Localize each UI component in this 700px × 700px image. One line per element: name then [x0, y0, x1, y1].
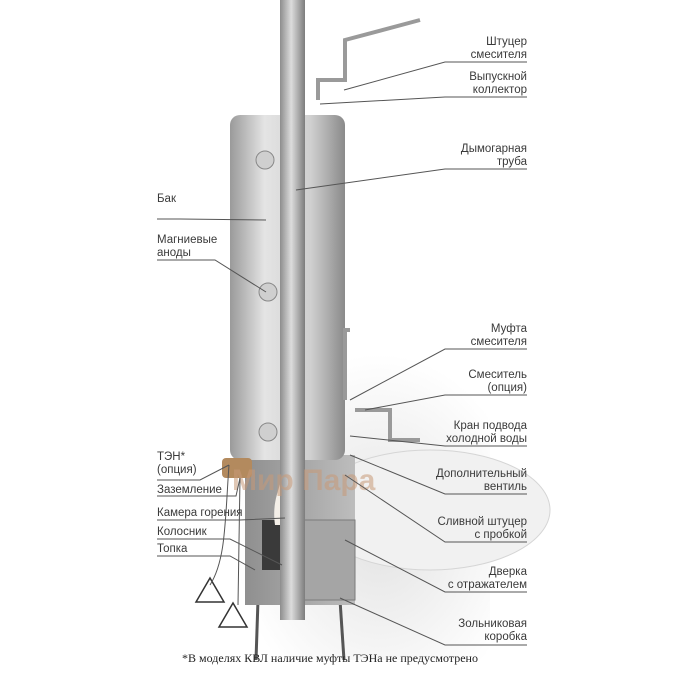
high-voltage-icon	[194, 576, 226, 603]
ground-icon	[217, 601, 249, 628]
chimney-pipe	[280, 0, 305, 620]
ash-box	[299, 519, 356, 601]
label-tank: Бак	[157, 193, 176, 205]
label-firebox: Топка	[157, 543, 188, 555]
leader-lines	[157, 61, 527, 646]
stand-legs	[254, 599, 346, 661]
label-combustion-chamber: Камера горения	[157, 507, 243, 519]
footnote: *В моделях КВЛ наличие муфты ТЭНа не пре…	[182, 651, 478, 665]
magnesium-anodes	[255, 150, 278, 442]
mixer-pipes	[316, 18, 421, 442]
label-grate: Колосник	[157, 526, 207, 538]
label-heater: ТЭН*(опция)	[157, 451, 197, 476]
label-grounding: Заземление	[157, 484, 222, 496]
watermark-logo: Мир Пара	[232, 464, 376, 497]
heater-element	[222, 458, 252, 478]
label-mixer: Смеситель(опция)	[468, 369, 527, 394]
